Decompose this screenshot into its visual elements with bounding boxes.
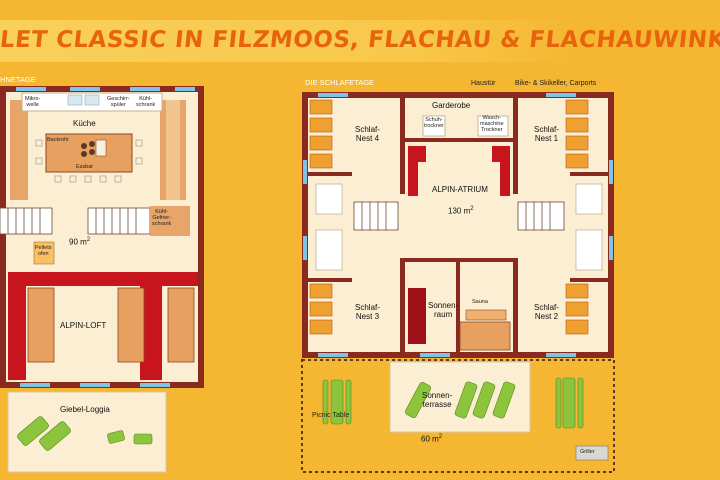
- loggia-seat: [133, 433, 153, 445]
- sofa-left: [8, 272, 26, 380]
- kitchen-island: [45, 133, 133, 173]
- lounger: [39, 421, 71, 451]
- window: [318, 353, 348, 357]
- picnic-table-right: [555, 377, 584, 429]
- label-backrohr: Backrohr: [47, 137, 70, 143]
- lounge-table-right: [117, 287, 145, 363]
- window: [140, 383, 170, 387]
- label-sauna: Sauna: [472, 299, 488, 305]
- label-kuehl-gefrierschrank: Kühl- Gefrier- schrank: [152, 209, 172, 227]
- label-terrace-area: 60 m2: [421, 434, 443, 444]
- label-schlafnest-2: Schlaf- Nest 2: [534, 303, 559, 321]
- window: [420, 353, 450, 357]
- label-bike-ski: Bike- & Skikeller, Carports: [515, 80, 597, 87]
- pellet-stove: [33, 241, 55, 265]
- atrium-staircase: [353, 201, 565, 231]
- label-pelletofen: Pellets ofen: [35, 245, 52, 257]
- window: [80, 383, 110, 387]
- window: [16, 87, 46, 91]
- label-atrium-area: 130 m2: [448, 206, 474, 216]
- stool: [54, 175, 62, 183]
- label-haustuer: Haustür: [471, 80, 496, 87]
- left-floor-label: HNETAGE: [0, 75, 36, 84]
- loggia-seat: [107, 430, 125, 444]
- sonnenraum-sofa: [408, 288, 426, 344]
- label-garderobe: Garderobe: [432, 101, 471, 110]
- title-banner: [0, 20, 580, 62]
- label-essbar: Essbar: [76, 164, 94, 170]
- label-alpin-loft: ALPIN-LOFT: [60, 321, 107, 330]
- shoe-dryer: [422, 115, 446, 137]
- atrium-sofa-right: [492, 146, 510, 196]
- terrace-loungers: [405, 381, 516, 419]
- window: [546, 93, 576, 97]
- window: [546, 353, 576, 357]
- window: [318, 93, 348, 97]
- picnic-table-left: [322, 379, 352, 425]
- lounger: [17, 416, 49, 446]
- label-picnic-table: Picnic Table: [312, 412, 350, 419]
- label-sonnenraum: Sonnen- raum: [428, 301, 459, 319]
- label-waschmaschine: Wasch- maschine Trockner: [480, 115, 504, 133]
- terrace-outline: [301, 359, 615, 473]
- label-alpin-atrium: ALPIN-ATRIUM: [432, 185, 488, 194]
- label-schlafnest-1: Schlaf- Nest 1: [534, 125, 559, 143]
- lounge-table-left: [27, 287, 55, 363]
- label-geschirrspueler: Geschirr- spüler: [107, 96, 130, 108]
- sofa-right: [140, 272, 162, 380]
- label-giebel-loggia: Giebel-Loggia: [60, 405, 110, 414]
- beds: [309, 99, 589, 335]
- label-kuehlschrank: Kühl- schrank: [136, 96, 156, 108]
- label-mikrowelle: Mikro- welle: [25, 96, 41, 108]
- window: [70, 87, 100, 91]
- hob: [81, 143, 87, 149]
- side-panel: [10, 100, 28, 200]
- label-schlafnest-4: Schlaf- Nest 4: [355, 125, 380, 143]
- label-sonnenterrasse: Sonnen- terrasse: [422, 391, 453, 409]
- griller-box: [575, 445, 609, 461]
- inner-walls: [308, 98, 608, 352]
- label-schuhtrockner: Schuh- trockner: [424, 117, 444, 129]
- sauna-bench: [459, 321, 511, 351]
- washing-machine: [477, 115, 509, 137]
- label-griller: Griller: [580, 449, 595, 455]
- right-floor-label: DIE SCHLAFETAGE: [305, 78, 375, 87]
- window: [20, 383, 50, 387]
- fridge-unit: [150, 206, 190, 236]
- label-schlafnest-3: Schlaf- Nest 3: [355, 303, 380, 321]
- label-kueche: Küche: [73, 119, 96, 128]
- atrium-sofa-left: [408, 146, 426, 196]
- window: [130, 87, 160, 91]
- window: [175, 87, 195, 91]
- sink: [84, 94, 100, 106]
- bathrooms: [315, 183, 603, 271]
- sink: [67, 94, 83, 106]
- left-staircase: [0, 207, 151, 235]
- label-left-area: 90 m2: [69, 237, 91, 247]
